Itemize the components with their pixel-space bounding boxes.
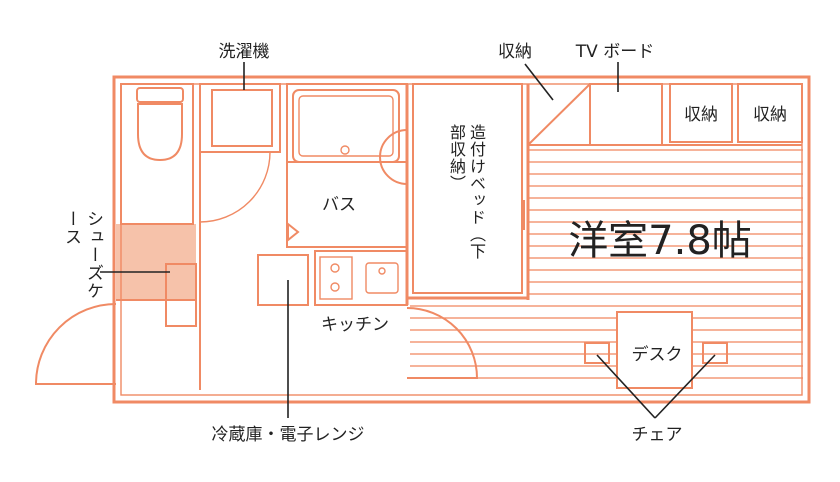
label-washer: 洗濯機: [219, 42, 270, 62]
room-door-swing-icon: [406, 307, 479, 379]
chair-left: [584, 342, 610, 364]
label-storage-right-2: 収納: [753, 105, 787, 125]
door-swing-icon: [199, 151, 271, 223]
stove-icon: [319, 256, 353, 300]
tv-board: [589, 83, 663, 146]
storage-right-2: [737, 83, 803, 143]
closet-door-icon: [527, 83, 591, 146]
label-storage-right-1: 収納: [684, 105, 718, 125]
bathtub-icon: [292, 89, 400, 163]
chair-right: [702, 342, 728, 364]
shoe-case: [165, 263, 197, 327]
label-kitchen: キッチン: [321, 315, 389, 335]
label-bath: バス: [322, 195, 356, 215]
kitchen-counter: [314, 250, 408, 306]
outer-wall: [112, 75, 811, 404]
label-desk: デスク: [632, 344, 683, 365]
toilet-icon: [136, 87, 184, 162]
toilet-room: [120, 83, 194, 225]
leader-lines: [100, 62, 716, 419]
storage-right-1: [669, 83, 733, 143]
label-fridge-microwave: 冷蔵庫・電子レンジ: [212, 425, 365, 445]
room-title: 洋室7.8帖: [568, 218, 752, 264]
built-in-bed: [412, 83, 523, 294]
desk: [616, 311, 693, 389]
label-tv-board: TV ボード: [575, 42, 654, 62]
label-chair: チェア: [632, 425, 683, 445]
label-shoe-case: シューズケース: [61, 210, 103, 300]
fridge-microwave: [257, 254, 309, 306]
washing-machine-icon: [211, 89, 273, 147]
sink-icon: [365, 262, 399, 294]
bathroom: [286, 83, 408, 248]
label-built-in-bed: 造付けベッド（下部収納）: [447, 124, 486, 260]
shoe-case-area: [116, 224, 196, 300]
label-storage-top: 収納: [498, 42, 532, 62]
entrance-door-icon: [34, 303, 117, 385]
